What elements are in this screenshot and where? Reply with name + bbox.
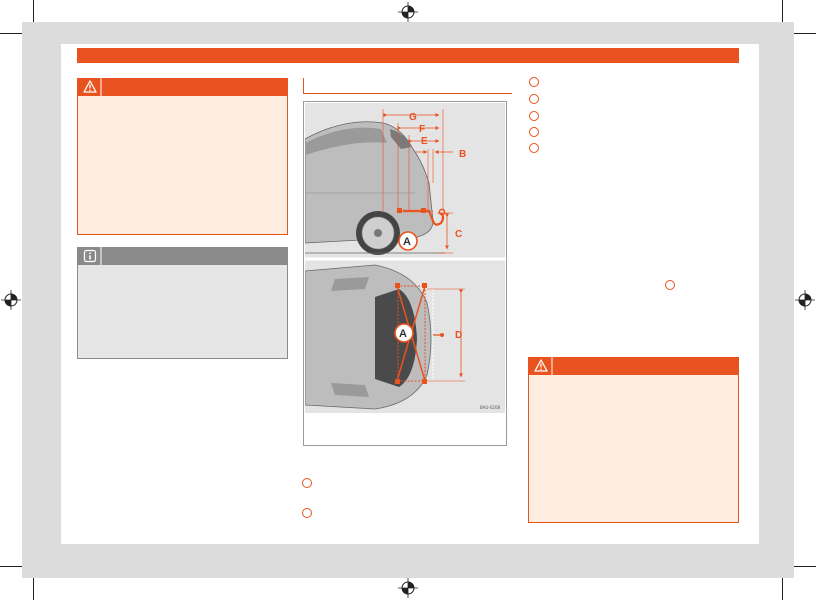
crop-mark: [794, 33, 816, 34]
warning-header: [528, 357, 739, 375]
warning-callout: [528, 357, 739, 523]
dimension-label-g: G: [409, 112, 417, 123]
section-heading-underline: [303, 93, 512, 94]
warning-header: [77, 78, 288, 96]
list-number-marker: [529, 77, 539, 87]
list-number-marker: [529, 111, 539, 121]
dimension-label-d: D: [455, 330, 462, 341]
crop-mark: [782, 0, 783, 22]
list-number-marker: [302, 478, 312, 488]
info-icon: [83, 247, 102, 265]
note-body: [77, 265, 288, 359]
registration-mark-icon: [398, 578, 418, 598]
callout-label-a-top: A: [399, 328, 407, 340]
crop-mark: [782, 578, 783, 600]
callout-label-a-side: A: [403, 236, 411, 248]
dimension-label-f: F: [419, 124, 425, 135]
list-number-marker: [529, 127, 539, 137]
figure-code: BAU-0208: [480, 405, 501, 410]
crop-mark: [794, 566, 816, 567]
registration-mark-icon: [398, 2, 418, 22]
note-header: [77, 247, 288, 265]
crop-mark: [0, 566, 22, 567]
warning-callout: [77, 78, 288, 235]
car-side-view: G F E B C A: [305, 109, 466, 255]
dimension-label-c: C: [455, 229, 462, 240]
crop-mark: [33, 0, 34, 22]
figure-box: G F E B C A: [303, 101, 507, 446]
crop-mark: [33, 578, 34, 600]
registration-mark-icon: [1, 290, 21, 310]
list-number-marker: [529, 143, 539, 153]
dimension-label-b: B: [459, 149, 466, 160]
warning-body: [77, 96, 288, 235]
crop-mark: [0, 33, 22, 34]
note-callout: [77, 247, 288, 359]
list-number-marker: [302, 508, 312, 518]
warning-triangle-icon: [534, 357, 553, 375]
dimension-label-e: E: [421, 136, 428, 147]
warning-triangle-icon: [83, 78, 102, 96]
warning-body: [528, 375, 739, 523]
registration-mark-icon: [795, 290, 815, 310]
chapter-header-bar: [77, 48, 739, 63]
car-top-view: D A: [305, 264, 465, 410]
list-number-marker: [529, 94, 539, 104]
inline-number-marker: [665, 280, 675, 290]
towing-dimensions-illustration: G F E B C A: [305, 103, 505, 413]
section-heading-rule: [303, 78, 304, 94]
